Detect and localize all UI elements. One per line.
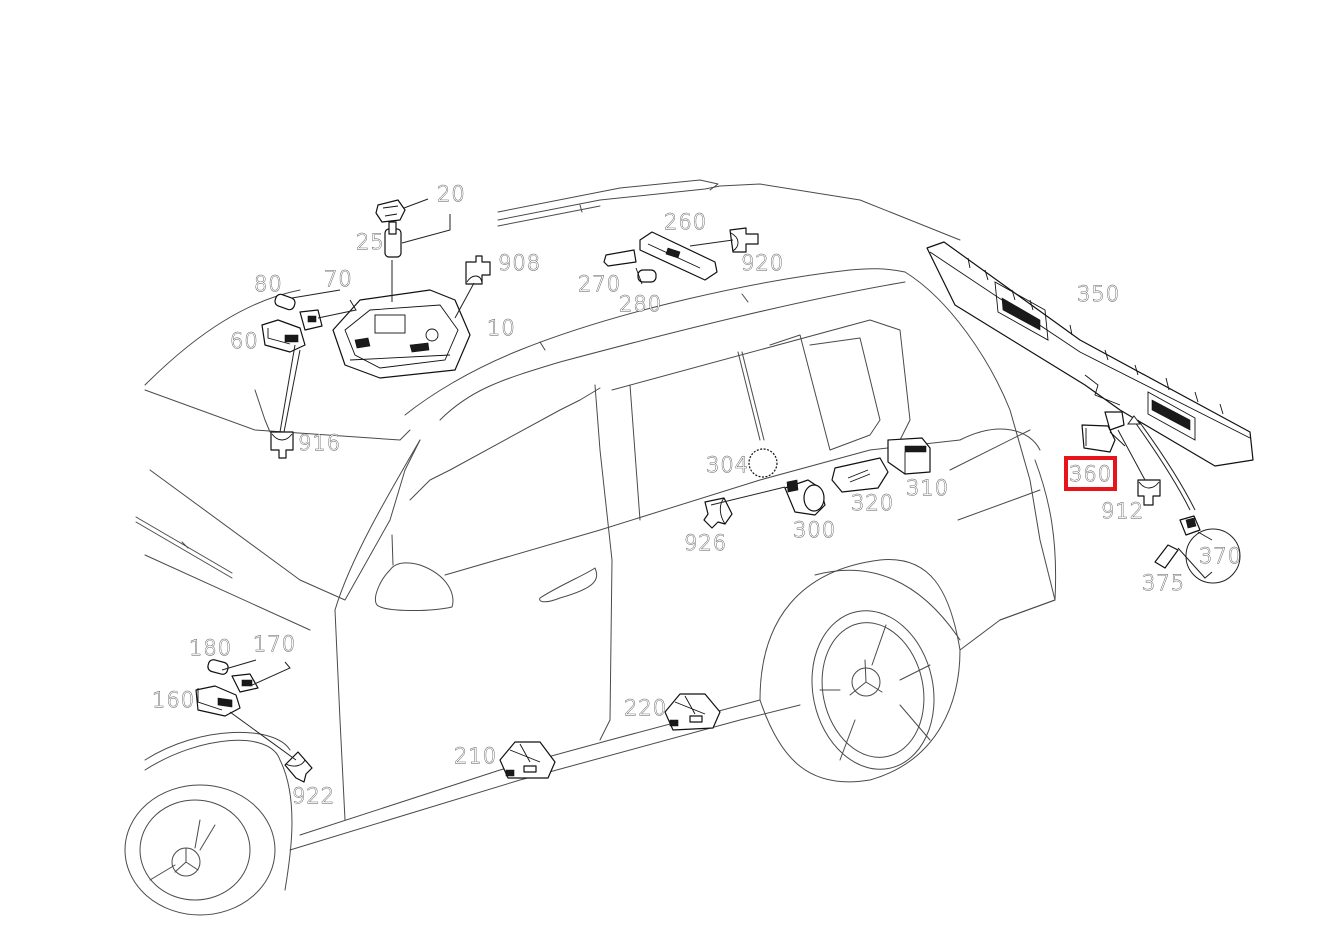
part-370-bulb-holder[interactable] (1179, 515, 1201, 536)
callout-70[interactable]: 70 (324, 267, 353, 292)
callout-916[interactable]: 916 (298, 431, 341, 456)
callout-300[interactable]: 300 (793, 518, 836, 543)
part-180-bulb[interactable] (207, 659, 229, 676)
part-920-connector[interactable] (729, 227, 759, 253)
part-25-bulb[interactable] (384, 221, 402, 258)
callout-926[interactable]: 926 (684, 531, 727, 556)
callout-220[interactable]: 220 (624, 696, 667, 721)
part-926-connector[interactable] (703, 497, 733, 529)
callout-80[interactable]: 80 (254, 272, 283, 297)
part-280-bulb[interactable] (635, 267, 657, 285)
part-922-connector[interactable] (284, 751, 313, 783)
part-170-bulb-holder[interactable] (231, 673, 259, 693)
part-300-socket[interactable] (784, 479, 826, 516)
part-220-entry-lamp[interactable] (664, 693, 721, 731)
callout-20[interactable]: 20 (437, 182, 466, 207)
part-20-clip[interactable] (375, 199, 406, 223)
selected-part-highlight (1064, 456, 1117, 491)
part-310-switch[interactable] (887, 437, 931, 475)
part-260-rear-interior-lamp[interactable] (639, 231, 718, 281)
callout-370[interactable]: 370 (1199, 544, 1242, 569)
callout-170[interactable]: 170 (253, 632, 296, 657)
callout-304[interactable]: 304 (706, 453, 749, 478)
callout-375[interactable]: 375 (1142, 571, 1185, 596)
part-350-tailgate-trim-panel[interactable] (926, 241, 1254, 467)
callout-920[interactable]: 920 (741, 251, 784, 276)
part-320-cover[interactable] (831, 457, 889, 493)
callout-350[interactable]: 350 (1077, 282, 1120, 307)
part-912-connector[interactable] (1137, 479, 1161, 506)
part-70-bulb-holder[interactable] (299, 309, 323, 331)
part-10-overhead-control-panel[interactable] (332, 289, 471, 379)
callout-320[interactable]: 320 (851, 491, 894, 516)
part-210-entry-lamp[interactable] (499, 741, 556, 779)
part-270-festoon-bulb[interactable] (603, 249, 637, 267)
callout-60[interactable]: 60 (230, 329, 259, 354)
part-360-tailgate-lamp[interactable] (1081, 411, 1126, 453)
callout-210[interactable]: 210 (454, 744, 497, 769)
callout-25[interactable]: 25 (356, 230, 385, 255)
part-908-connector[interactable] (465, 255, 491, 285)
callout-360[interactable]: 360 (1069, 462, 1112, 487)
callout-labels: 20 25 908 80 70 10 60 916 260 920 270 28… (152, 182, 1242, 809)
callout-310[interactable]: 310 (906, 476, 949, 501)
callout-180[interactable]: 180 (189, 636, 232, 661)
leader-lines (221, 198, 1241, 761)
part-375-bulb[interactable] (1154, 544, 1179, 569)
callout-912[interactable]: 912 (1101, 499, 1144, 524)
callout-280[interactable]: 280 (619, 292, 662, 317)
callout-908[interactable]: 908 (498, 251, 541, 276)
callout-260[interactable]: 260 (664, 210, 707, 235)
part-80-bulb[interactable] (274, 293, 297, 311)
part-160-lamp-housing[interactable] (195, 685, 241, 717)
callout-160[interactable]: 160 (152, 688, 195, 713)
part-916-connector[interactable] (270, 431, 294, 459)
part-304-sealing-ring[interactable] (748, 448, 778, 478)
part-60-lamp-housing[interactable] (261, 319, 306, 353)
callout-10[interactable]: 10 (487, 316, 516, 341)
callout-922[interactable]: 922 (292, 784, 335, 809)
callout-270[interactable]: 270 (578, 272, 621, 297)
